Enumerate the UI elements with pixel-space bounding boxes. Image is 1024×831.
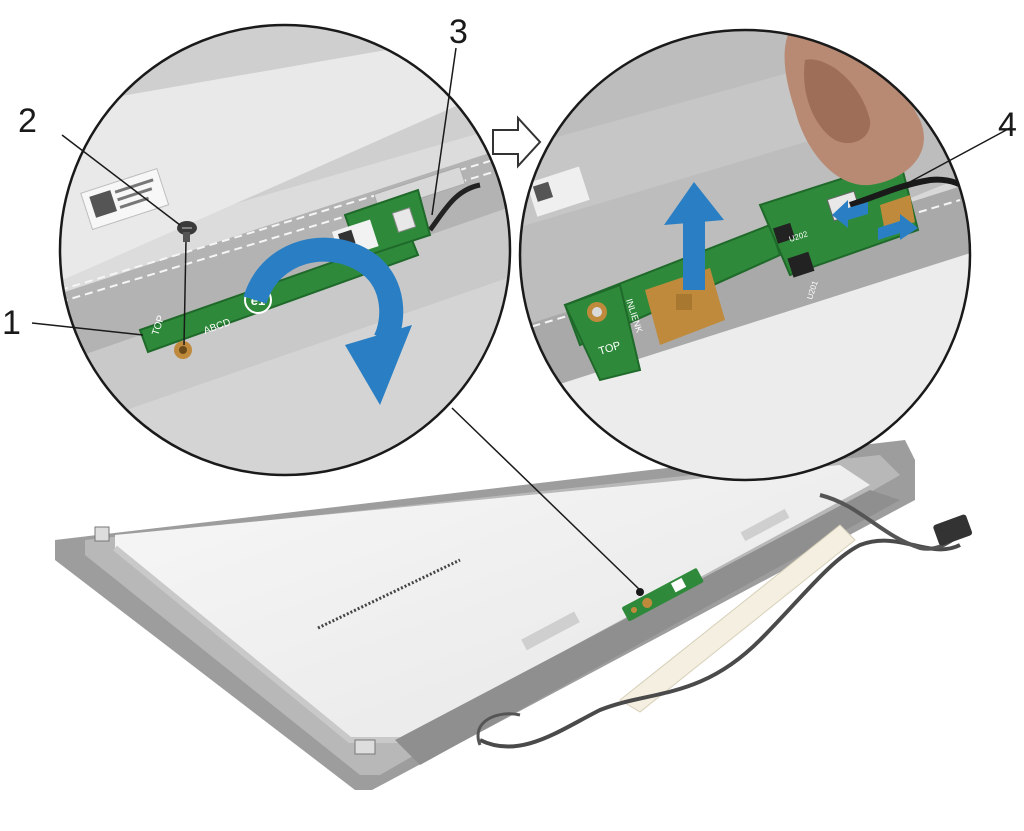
lift-arrow-icon: [664, 182, 724, 290]
ribbon-tape: [619, 524, 856, 713]
step-arrow-icon: [492, 115, 542, 169]
rotate-arrow-icon: [243, 237, 412, 405]
callout-3-leader: [431, 47, 457, 216]
callout-1-leader: [31, 322, 144, 336]
finger: [784, 30, 924, 186]
barcode-label: [80, 167, 170, 231]
callout-1: 1: [2, 304, 21, 342]
display-assembly: [55, 440, 973, 790]
callout-2: 2: [18, 102, 37, 140]
callout-2-leader: [61, 134, 181, 226]
display-panel: [115, 465, 870, 740]
left-detail-circle: e1 TOP ABCD: [58, 23, 512, 477]
right-detail-circle: TOP INLIENK U202 U201: [518, 28, 972, 482]
scene-touch-board: [622, 568, 704, 622]
disconnect-arrow-icon: [832, 200, 918, 240]
callout-4: 4: [998, 106, 1017, 144]
magnifier-leader: [451, 407, 641, 591]
callout-4-leader: [894, 127, 1011, 191]
callout-3: 3: [449, 13, 468, 51]
display-cable: [479, 538, 961, 749]
screw: [177, 221, 197, 346]
touch-board-detail: TOP INLIENK U202 U201: [563, 158, 920, 382]
